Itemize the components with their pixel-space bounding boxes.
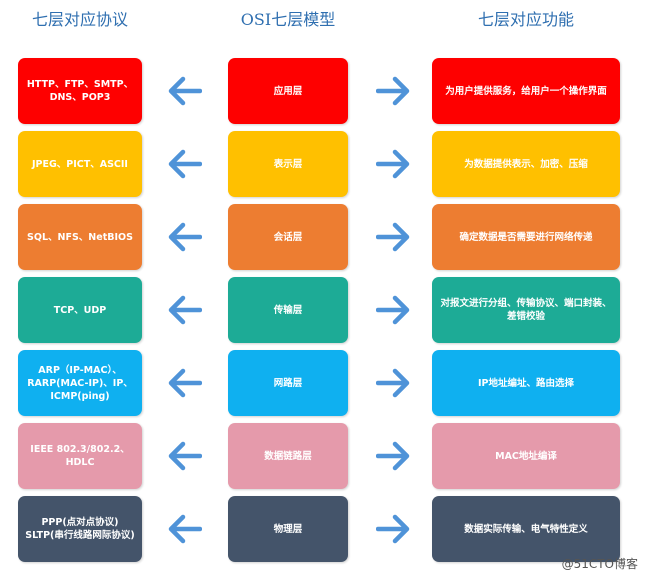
osi-layer-box: 表示层 — [228, 131, 348, 197]
osi-layer-box: 应用层 — [228, 58, 348, 124]
arrow-right-icon — [376, 514, 410, 544]
arrow-left-icon — [168, 514, 202, 544]
function-box: 为用户提供服务，给用户一个操作界面 — [432, 58, 620, 124]
arrow-left-icon — [168, 368, 202, 398]
arrow-left-icon — [168, 149, 202, 179]
function-box: MAC地址编译 — [432, 423, 620, 489]
arrow-right-icon — [376, 295, 410, 325]
protocol-box: ARP（IP-MAC）、RARP(MAC-IP)、IP、ICMP(ping) — [18, 350, 142, 416]
osi-layer-box: 物理层 — [228, 496, 348, 562]
watermark: @51CTO博客 — [561, 557, 638, 571]
arrow-left-icon — [168, 76, 202, 106]
protocol-box: SQL、NFS、NetBIOS — [18, 204, 142, 270]
protocols-heading: 七层对应协议 — [31, 10, 128, 29]
osi-model-heading: OSI七层模型 — [240, 10, 336, 29]
osi-layer-box: 传输层 — [228, 277, 348, 343]
arrow-right-icon — [376, 76, 410, 106]
arrow-left-icon — [168, 441, 202, 471]
arrow-right-icon — [376, 441, 410, 471]
arrow-right-icon — [376, 222, 410, 252]
function-box: 数据实际传输、电气特性定义 — [432, 496, 620, 562]
arrow-right-icon — [376, 149, 410, 179]
protocol-box: JPEG、PICT、ASCII — [18, 131, 142, 197]
function-box: 为数据提供表示、加密、压缩 — [432, 131, 620, 197]
osi-layer-box: 会话层 — [228, 204, 348, 270]
function-box: IP地址编址、路由选择 — [432, 350, 620, 416]
arrow-left-icon — [168, 295, 202, 325]
protocol-box: TCP、UDP — [18, 277, 142, 343]
protocol-box: HTTP、FTP、SMTP、DNS、POP3 — [18, 58, 142, 124]
protocol-box: PPP(点对点协议) SLTP(串行线路网际协议) — [18, 496, 142, 562]
arrow-left-icon — [168, 222, 202, 252]
protocol-box: IEEE 802.3/802.2、HDLC — [18, 423, 142, 489]
functions-heading: 七层对应功能 — [477, 10, 574, 29]
arrow-right-icon — [376, 368, 410, 398]
osi-layer-box: 网路层 — [228, 350, 348, 416]
function-box: 确定数据是否需要进行网络传递 — [432, 204, 620, 270]
osi-layer-box: 数据链路层 — [228, 423, 348, 489]
function-box: 对报文进行分组、传输协议、端口封装、差错校验 — [432, 277, 620, 343]
